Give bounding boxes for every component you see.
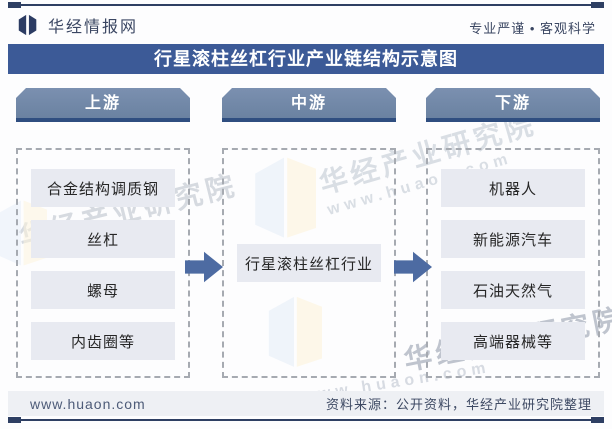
title-bar: 行星滚柱丝杠行业产业链结构示意图: [8, 44, 604, 74]
column-midstream: 中游 行星滚柱丝杠行业: [222, 88, 396, 378]
bottom-rule: [8, 419, 604, 421]
brand: 华经情报网: [16, 13, 138, 37]
brand-name: 华经情报网: [48, 19, 139, 36]
chain-item: 新能源汽车: [441, 220, 585, 258]
tab-upstream-label: 上游: [84, 95, 121, 112]
footer-site-url: www.huaon.com: [30, 395, 146, 412]
chain-item: 高端器械等: [441, 322, 585, 360]
column-upstream: 上游 合金结构调质钢 丝杠 螺母 内齿圈等: [16, 88, 190, 378]
top-rule-left-cap: [8, 2, 21, 8]
tab-downstream-label: 下游: [494, 95, 531, 112]
bottom-rule-right-cap: [591, 417, 604, 423]
chain-item: 丝杠: [31, 220, 175, 258]
tab-midstream-label: 中游: [290, 95, 327, 112]
column-downstream: 下游 机器人 新能源汽车 石油天然气 高端器械等: [426, 88, 600, 378]
top-rule: [8, 4, 604, 6]
tab-upstream: 上游: [16, 88, 190, 122]
arrow-right-icon: [394, 251, 432, 283]
bottom-rule-left-cap: [8, 417, 21, 423]
panel-upstream: 合金结构调质钢 丝杠 螺母 内齿圈等: [16, 148, 190, 378]
chain-item: 机器人: [441, 169, 585, 207]
chain-item: 螺母: [31, 271, 175, 309]
panel-midstream: 行星滚柱丝杠行业: [222, 148, 396, 378]
footer-source-note: 资料来源：公开资料，华经产业研究院整理: [325, 397, 592, 412]
top-rule-right-cap: [591, 2, 604, 8]
footer: www.huaon.com 资料来源：公开资料，华经产业研究院整理: [8, 391, 604, 416]
tab-midstream: 中游: [222, 88, 396, 122]
huajing-logo-icon: [18, 14, 37, 36]
page-title: 行星滚柱丝杠行业产业链结构示意图: [154, 49, 458, 69]
tab-downstream: 下游: [426, 88, 600, 122]
header-slogan: 专业严谨 • 客观科学: [469, 21, 596, 36]
chain-item: 内齿圈等: [31, 322, 175, 360]
panel-downstream: 机器人 新能源汽车 石油天然气 高端器械等: [426, 148, 600, 378]
chain-item: 石油天然气: [441, 271, 585, 309]
chain-item: 合金结构调质钢: [31, 169, 175, 207]
chain-item: 行星滚柱丝杠行业: [237, 244, 381, 282]
arrow-right-icon: [185, 251, 223, 283]
